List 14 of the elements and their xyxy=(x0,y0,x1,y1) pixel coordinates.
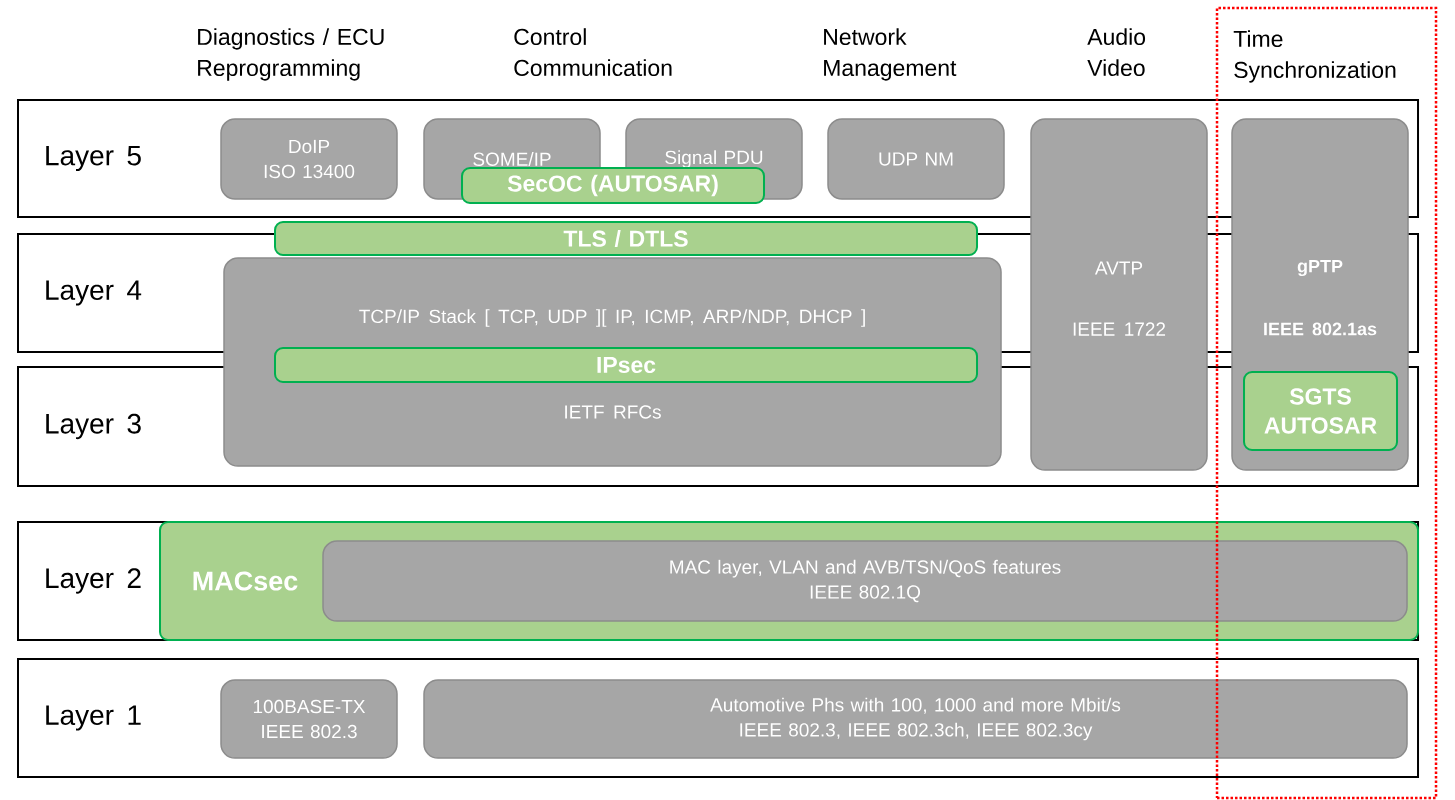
protocol-box: MAC layer, VLAN and AVB/TSN/QoS features IEEE 802.1Q xyxy=(322,540,1408,622)
column-heading: Diagnostics / ECU Reprogramming xyxy=(198,28,384,81)
protocol-box: AVTP IEEE 1722 xyxy=(1030,118,1208,471)
protocol-box: 100BASE-TX IEEE 802.3 xyxy=(220,679,398,759)
column-heading: Audio Video xyxy=(1087,28,1146,77)
security-box: SGTS AUTOSAR xyxy=(1243,371,1398,451)
security-box: SecOC (AUTOSAR) xyxy=(461,167,765,204)
security-box: IPsec xyxy=(274,347,978,383)
protocol-box: DoIP ISO 13400 xyxy=(220,118,398,200)
protocol-box: UDP NM xyxy=(827,118,1005,200)
protocol-box: Automotive Phs with 100, 1000 and more Mbit/s IEEE 802.3, IEEE 802.3ch, IEEE 802.3cy xyxy=(423,679,1408,759)
column-heading: Control Communication xyxy=(514,28,672,77)
column-heading: Network Management xyxy=(824,28,957,81)
security-box: TLS / DTLS xyxy=(274,221,978,256)
